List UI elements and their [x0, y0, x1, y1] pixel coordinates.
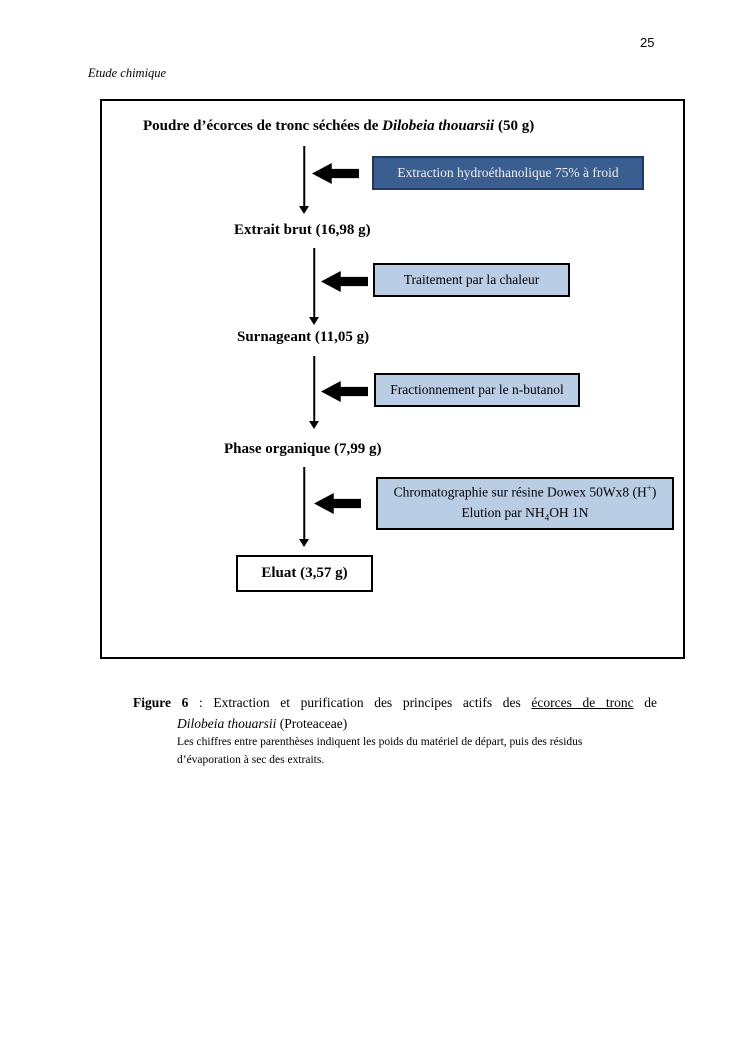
page-number: 25	[640, 35, 655, 50]
down-arrow-3-head	[309, 421, 319, 429]
down-arrow-4-stem	[303, 467, 305, 540]
figure-caption-note-line1: Les chiffres entre parenthèses indiquent…	[177, 736, 583, 748]
caption-text1: Extraction et purification des principes…	[213, 695, 532, 710]
process-box-chaleur: Traitement par la chaleur	[373, 263, 570, 297]
flow-node-eluat: Eluat (3,57 g)	[236, 555, 373, 592]
figure-frame	[100, 99, 685, 659]
chromatographie-close-paren: )	[651, 484, 657, 500]
process-box-chaleur-label: Traitement par la chaleur	[403, 271, 540, 287]
caption-underlined-text: écorces de tronc	[531, 695, 634, 710]
down-arrow-3	[307, 356, 321, 429]
chromatographie-text: Chromatographie sur résine Dowex 50Wx8 (…	[393, 484, 647, 500]
down-arrow-2-stem	[313, 248, 315, 318]
elution-subscript: 4	[544, 512, 550, 523]
source-text-suffix: (50 g)	[494, 118, 535, 134]
down-arrow-1-stem	[303, 146, 305, 207]
eluat-label: Eluat (3,57 g)	[261, 565, 348, 581]
elution-text: Elution par NH	[461, 504, 545, 520]
caption-text2: de	[633, 695, 657, 710]
flow-node-extrait-brut: Extrait brut (16,98 g)	[234, 222, 371, 238]
figure-caption-note-line2: d’évaporation à sec des extraits.	[177, 754, 325, 766]
down-arrow-2-head	[309, 317, 319, 325]
process-box-chromatographie-line1: Chromatographie sur résine Dowex 50Wx8 (…	[394, 482, 657, 503]
caption-separator: :	[188, 695, 214, 710]
process-box-butanol-label: Fractionnement par le n-butanol	[390, 381, 564, 397]
process-box-extraction: Extraction hydroéthanolique 75% à froid	[372, 156, 644, 190]
source-text-prefix: Poudre d’écorces de tronc séchées de	[143, 118, 383, 134]
process-box-chromatographie-line2: Elution par NH4OH 1N	[461, 503, 588, 525]
flow-node-surnageant: Surnageant (11,05 g)	[237, 329, 370, 345]
elution-text-end: OH 1N	[549, 504, 589, 520]
figure-caption-line2: Dilobeia thouarsii (Proteaceae)	[177, 716, 347, 732]
down-arrow-3-stem	[313, 356, 315, 422]
running-header: Etude chimique	[88, 66, 167, 80]
process-box-extraction-label: Extraction hydroéthanolique 75% à froid	[397, 164, 619, 180]
process-box-chromatographie: Chromatographie sur résine Dowex 50Wx8 (…	[376, 477, 674, 530]
flow-node-source: Poudre d’écorces de tronc séchées de Dil…	[143, 118, 534, 135]
caption-family-name: (Proteaceae)	[276, 716, 348, 731]
flow-node-phase-organique: Phase organique (7,99 g)	[224, 441, 382, 457]
figure-caption-line1: Figure 6 : Extraction et purification de…	[133, 695, 657, 711]
chromatographie-superscript: +	[646, 483, 652, 494]
down-arrow-4-head	[299, 539, 309, 547]
down-arrow-1	[297, 146, 311, 214]
process-box-butanol: Fractionnement par le n-butanol	[374, 373, 580, 407]
figure-label: Figure 6	[133, 695, 189, 710]
caption-species-name: Dilobeia thouarsii	[177, 716, 277, 731]
down-arrow-1-head	[299, 206, 309, 214]
down-arrow-4	[297, 467, 311, 547]
down-arrow-2	[307, 248, 321, 325]
source-species-name: Dilobeia thouarsii	[382, 118, 495, 134]
